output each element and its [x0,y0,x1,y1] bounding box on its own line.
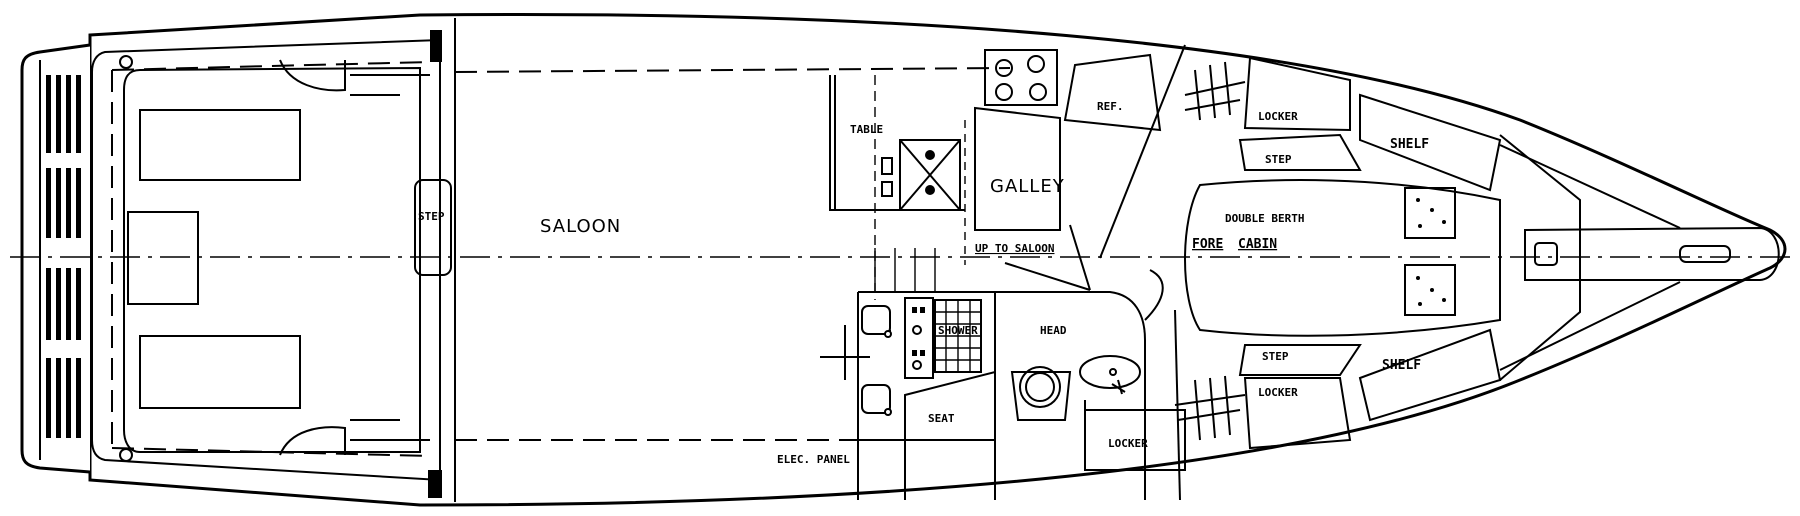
chain-locker [1499,134,1581,381]
head-divider [1084,400,1145,471]
sink-left [881,157,893,175]
cockpit-seat-port [139,109,301,181]
cleat-aft-port [119,55,133,69]
step-bottom [1238,344,1362,376]
platform-slats [46,75,81,438]
galley-counter [974,106,1061,231]
label-table: TABLE [850,123,883,136]
label-elec-panel: ELEC. PANEL [777,453,850,466]
bow-rail-bottom [1499,281,1681,371]
shelf-top [1359,93,1502,192]
cockpit-deck-dashed [111,61,431,457]
cooktop [984,49,1058,106]
ref-box [1063,53,1162,132]
ladder-bottom [428,470,442,498]
cockpit-sole [123,66,421,453]
label-shower: SHOWER [938,324,978,337]
instrument-cross [820,325,870,380]
pillow-bottom [1404,264,1456,316]
cockpit-seat-stbd [139,335,301,409]
bow-rail-top [1499,144,1681,229]
pillow-top [1404,187,1456,239]
shelf-bottom [1358,328,1502,422]
ladder-top [430,30,442,62]
stove [899,139,961,211]
locker-bottom-mid [1243,377,1352,450]
label-up-to-saloon: UP TO SALOON [975,242,1054,255]
cockpit-steps-stbd [279,419,430,456]
label-double-berth: DOUBLE BERTH [1225,212,1304,225]
locker-hatch-bottom [1174,375,1246,441]
anchor-windlass [1679,245,1731,263]
label-galley: GALLEY [990,176,1065,197]
toilet-base [1010,371,1072,421]
helm-seat-top [861,305,891,335]
cockpit-steps-port [279,59,430,96]
label-locker-bottom-mid: LOCKER [1258,386,1298,399]
step-top [1238,133,1362,171]
helm-seat-bottom [861,384,891,414]
helm-vert-lines [874,248,936,292]
locker-hatch-top [1184,61,1246,121]
label-step-top: STEP [1265,153,1292,166]
double-berth [1184,179,1501,337]
label-head: HEAD [1040,324,1067,337]
toilet [1019,366,1061,408]
step-aft-box [414,179,452,276]
locker-top [1243,56,1351,132]
anchor-platform [1524,226,1780,281]
label-step-bottom: STEP [1262,350,1289,363]
ladder-fwd [1004,224,1091,291]
shower-grate [934,299,982,373]
saloon-dashed-top [454,67,1011,73]
label-fore: FORE [1192,237,1223,252]
label-step-aft: STEP [418,210,445,223]
label-shelf-bottom: SHELF [1382,358,1421,373]
anchor-roller [1534,242,1558,266]
cleat-aft-stbd [119,448,133,462]
head-sink [1079,355,1141,389]
pillow-dots [1416,198,1446,306]
label-locker-bottom-aft: LOCKER [1108,437,1148,450]
label-ref: REF. [1097,100,1124,113]
label-cabin: CABIN [1238,237,1277,252]
cockpit-coaming [91,38,441,482]
stove-x [899,139,961,211]
fwd-bulkhead-top [1099,44,1186,259]
label-saloon: SALOON [540,216,621,237]
head-door-arc [1144,269,1164,321]
shower-controls [904,297,934,379]
cockpit-hatch [127,211,199,305]
label-seat: SEAT [928,412,955,425]
label-shelf-top: SHELF [1390,137,1429,152]
label-locker-top: LOCKER [1258,110,1298,123]
